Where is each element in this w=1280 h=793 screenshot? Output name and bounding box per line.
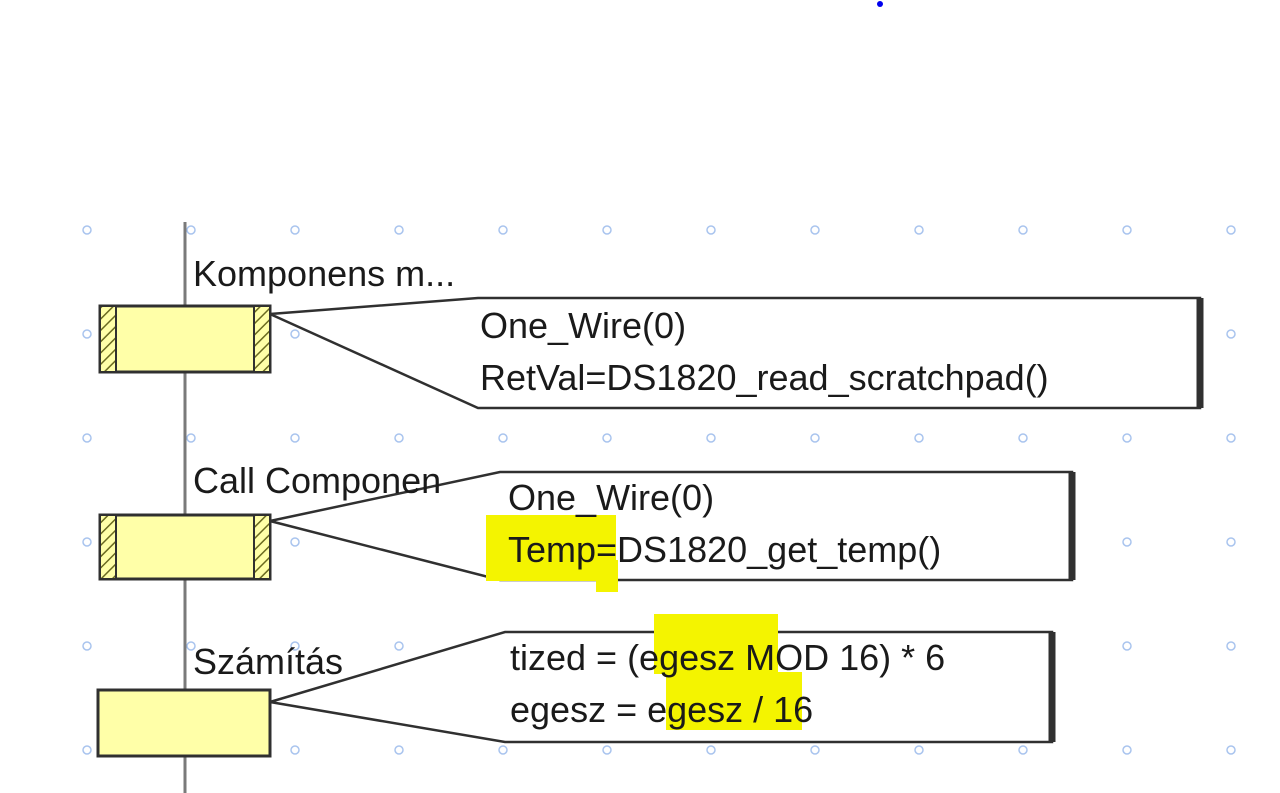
- grid-dot: [82, 745, 92, 755]
- grid-dot: [82, 329, 92, 339]
- grid-dot: [1226, 537, 1236, 547]
- step-2-callout-line-1: One_Wire(0): [508, 477, 715, 518]
- grid-dot: [1226, 433, 1236, 443]
- flow-step-3[interactable]: [96, 630, 1056, 758]
- grid-dot: [82, 641, 92, 651]
- step-1-hatch-right: [253, 305, 271, 373]
- grid-dot: [810, 433, 820, 443]
- grid-dot: [1226, 641, 1236, 651]
- grid-dot: [602, 433, 612, 443]
- grid-dot: [1122, 433, 1132, 443]
- step-1-block[interactable]: [98, 304, 272, 374]
- grid-dot: [290, 537, 300, 547]
- step-3-callout-line-2: egesz = egesz / 16: [510, 689, 814, 730]
- flow-step-2[interactable]: [98, 470, 1076, 582]
- grid-dot: [394, 225, 404, 235]
- grid-dot: [82, 433, 92, 443]
- grid-dot: [1122, 745, 1132, 755]
- top-marker-dot: [877, 1, 883, 7]
- grid-dot: [290, 745, 300, 755]
- grid-dot: [498, 225, 508, 235]
- grid-dot: [914, 433, 924, 443]
- grid-dot: [82, 225, 92, 235]
- grid-dot: [1226, 225, 1236, 235]
- grid-dot: [1122, 225, 1132, 235]
- grid-dot: [394, 745, 404, 755]
- grid-dot: [186, 433, 196, 443]
- grid-dot: [290, 329, 300, 339]
- grid-dot: [394, 641, 404, 651]
- highlight-egesz-2: [666, 672, 802, 730]
- step-2-label: Call Componen: [193, 460, 442, 501]
- step-2-hatch-right: [253, 514, 271, 580]
- grid-dot: [290, 225, 300, 235]
- grid-dot: [1018, 433, 1028, 443]
- grid-dot: [706, 433, 716, 443]
- grid-dot: [706, 745, 716, 755]
- step-3-block[interactable]: [96, 688, 272, 758]
- highlight-temp: [486, 515, 616, 581]
- grid-dot: [1226, 329, 1236, 339]
- grid-dot: [1226, 745, 1236, 755]
- step-2-callout-line-2: Temp=DS1820_get_temp(): [508, 529, 942, 570]
- grid-dot: [290, 433, 300, 443]
- grid-dot: [498, 433, 508, 443]
- highlight-temp-tail: [596, 560, 618, 592]
- grid-dot: [498, 745, 508, 755]
- flow-step-1[interactable]: [98, 296, 1204, 410]
- grid-dot: [706, 225, 716, 235]
- grid-dot: [1018, 745, 1028, 755]
- step-2-hatch-left: [99, 514, 117, 580]
- step-3-label: Számítás: [193, 641, 344, 682]
- highlight-egesz-1: [654, 614, 778, 674]
- step-1-label: Komponens m...: [193, 253, 456, 294]
- grid-dot: [810, 225, 820, 235]
- grid-dot: [914, 745, 924, 755]
- step-1-hatch-left: [99, 305, 117, 373]
- step-1-callout-line-2: RetVal=DS1820_read_scratchpad(): [480, 357, 1049, 398]
- grid-dot: [82, 537, 92, 547]
- grid-dot: [810, 745, 820, 755]
- grid-dot: [290, 641, 300, 651]
- grid-dot: [914, 225, 924, 235]
- grid-dot: [394, 433, 404, 443]
- step-3-callout-line-1: tized = (egesz MOD 16) * 6: [510, 637, 946, 678]
- grid-dot: [186, 225, 196, 235]
- grid-dot: [1018, 225, 1028, 235]
- step-2-block[interactable]: [98, 513, 272, 581]
- grid-dot: [602, 225, 612, 235]
- step-1-callout-line-1: One_Wire(0): [480, 305, 687, 346]
- grid-dot: [1122, 537, 1132, 547]
- grid-dot: [602, 745, 612, 755]
- grid-dot: [186, 641, 196, 651]
- grid-dot: [1122, 641, 1132, 651]
